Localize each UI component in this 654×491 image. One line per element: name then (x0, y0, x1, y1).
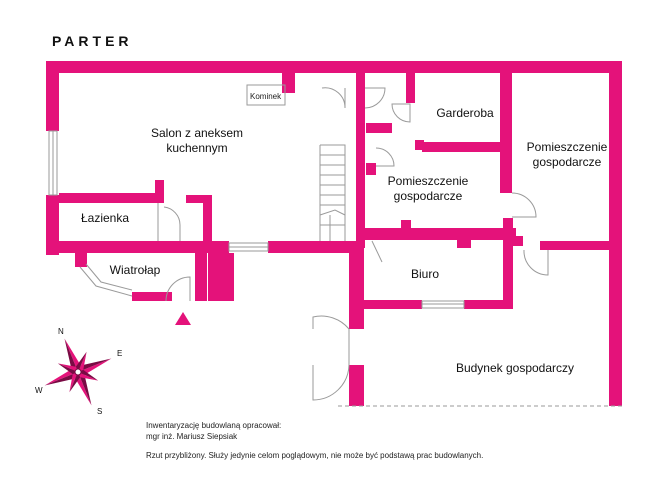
door-budynek-upper (312, 315, 350, 330)
door-budynek-lower (312, 364, 350, 401)
wall-salon-bottom-right (268, 241, 364, 253)
compass-s: S (97, 407, 102, 416)
compass-n: N (58, 327, 64, 336)
wall-left-lower (46, 195, 59, 255)
door-wiatrolap (165, 276, 191, 302)
footer-line2: mgr inż. Mariusz Siepsiak (146, 432, 238, 441)
label-biuro: Biuro (411, 267, 439, 281)
wall-v-stairs (356, 73, 365, 248)
label-pom1-2: gospodarcze (394, 189, 463, 203)
door-pom2 (511, 192, 537, 218)
thin-lines (48, 84, 622, 407)
label-garderoba: Garderoba (436, 106, 494, 120)
plan-title: PARTER (52, 33, 133, 49)
wall-pom-bottom (356, 228, 516, 240)
label-wiatrolap: Wiatrołap (110, 263, 161, 277)
door-lazienka (163, 206, 181, 241)
wall-v-pom2-left (500, 73, 512, 193)
label-kominek: Kominek (250, 92, 282, 101)
label-salon-1: Salon z aneksem (151, 126, 243, 140)
wall-wiatrolap-right-block (208, 253, 234, 301)
wall-wiatrolap-left (75, 253, 87, 267)
label-salon-2: kuchennym (166, 141, 227, 155)
wall-right-mid (540, 241, 622, 250)
door-pom-left (375, 147, 395, 167)
wall-right (609, 61, 622, 406)
compass-w: W (35, 386, 43, 395)
walls (46, 61, 622, 406)
stairs (319, 144, 346, 241)
wall-lazienka-stub (155, 180, 164, 203)
wall-v-garderoba-left (406, 73, 415, 103)
wall-stub-pom2 (366, 163, 376, 175)
wall-garderoba-bottom (422, 142, 506, 152)
room-labels: Salon z aneksem kuchennym Kominek Garder… (81, 92, 608, 375)
wall-hall-right (203, 195, 212, 253)
wiatrolap-bay (79, 266, 133, 297)
label-lazienka: Łazienka (81, 211, 129, 225)
wall-stub-right (513, 236, 523, 246)
wall-v-budynek-left (349, 365, 364, 406)
kominek-box (246, 84, 286, 106)
entrance-arrow-icon (175, 312, 191, 325)
wall-hall-top (186, 195, 211, 203)
wall-left-upper (46, 61, 59, 131)
wall-v-biuro-right (503, 218, 513, 308)
wall-v-biuro-left (349, 241, 364, 329)
wall-stub-pom3 (401, 220, 411, 236)
compass-e: E (117, 349, 122, 358)
label-pom1-1: Pomieszczenie (388, 174, 469, 188)
label-budynek: Budynek gospodarczy (456, 361, 574, 375)
wall-salon-bottom-left (46, 241, 229, 253)
wall-biuro-bottom-left (364, 300, 422, 309)
wall-stub-pom (366, 123, 392, 133)
wall-wiatrolap-bottom (132, 292, 172, 301)
door-garderoba (391, 103, 411, 123)
footer-line1: Inwentaryzację budowlaną opracował: (146, 421, 281, 430)
label-pom2-1: Pomieszczenie (527, 140, 608, 154)
wall-top (46, 61, 622, 73)
wall-chimney (282, 73, 295, 93)
wall-v-garderoba-stub (415, 140, 424, 150)
label-pom2-2: gospodarcze (533, 155, 602, 169)
compass-rose-icon (44, 338, 112, 406)
wall-stub-biuro (457, 238, 471, 248)
wall-wiatrolap-right (195, 241, 207, 301)
door-right-mid (523, 249, 549, 276)
footer-line3: Rzut przybliżony. Służy jedynie celom po… (146, 451, 483, 460)
door-top-stairs (321, 87, 346, 109)
wall-lazienka-top (59, 193, 158, 203)
door-pom-top (364, 87, 386, 109)
wall-biuro-bottom-right (464, 300, 513, 309)
